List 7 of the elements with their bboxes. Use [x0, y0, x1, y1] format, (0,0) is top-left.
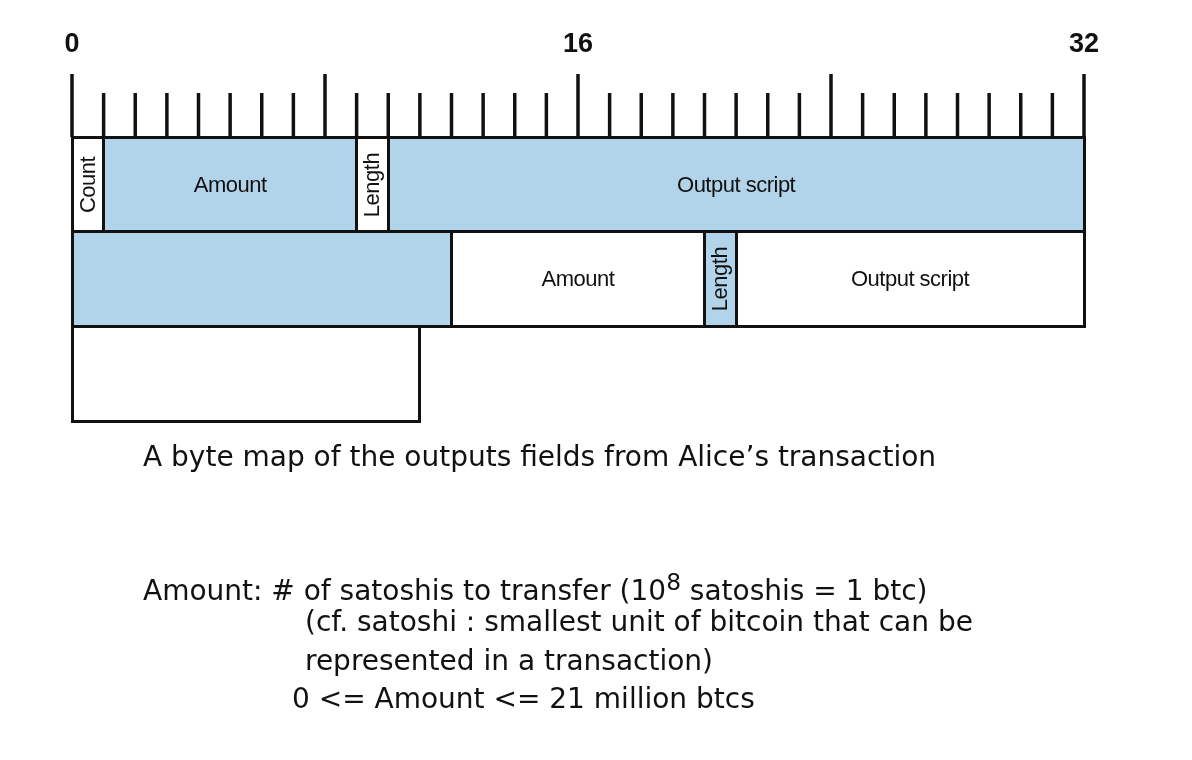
scale-number: 0 — [64, 28, 80, 59]
figure-caption: A byte map of the outputs fields from Alice’s transaction — [143, 440, 937, 473]
scale-number: 16 — [563, 28, 594, 59]
field-cell: Amount — [450, 229, 706, 328]
scale-number: 32 — [1069, 28, 1100, 59]
note-text: 0 <= Amount <= 21 million btcs — [292, 681, 756, 717]
field-cell: Length — [703, 229, 738, 328]
